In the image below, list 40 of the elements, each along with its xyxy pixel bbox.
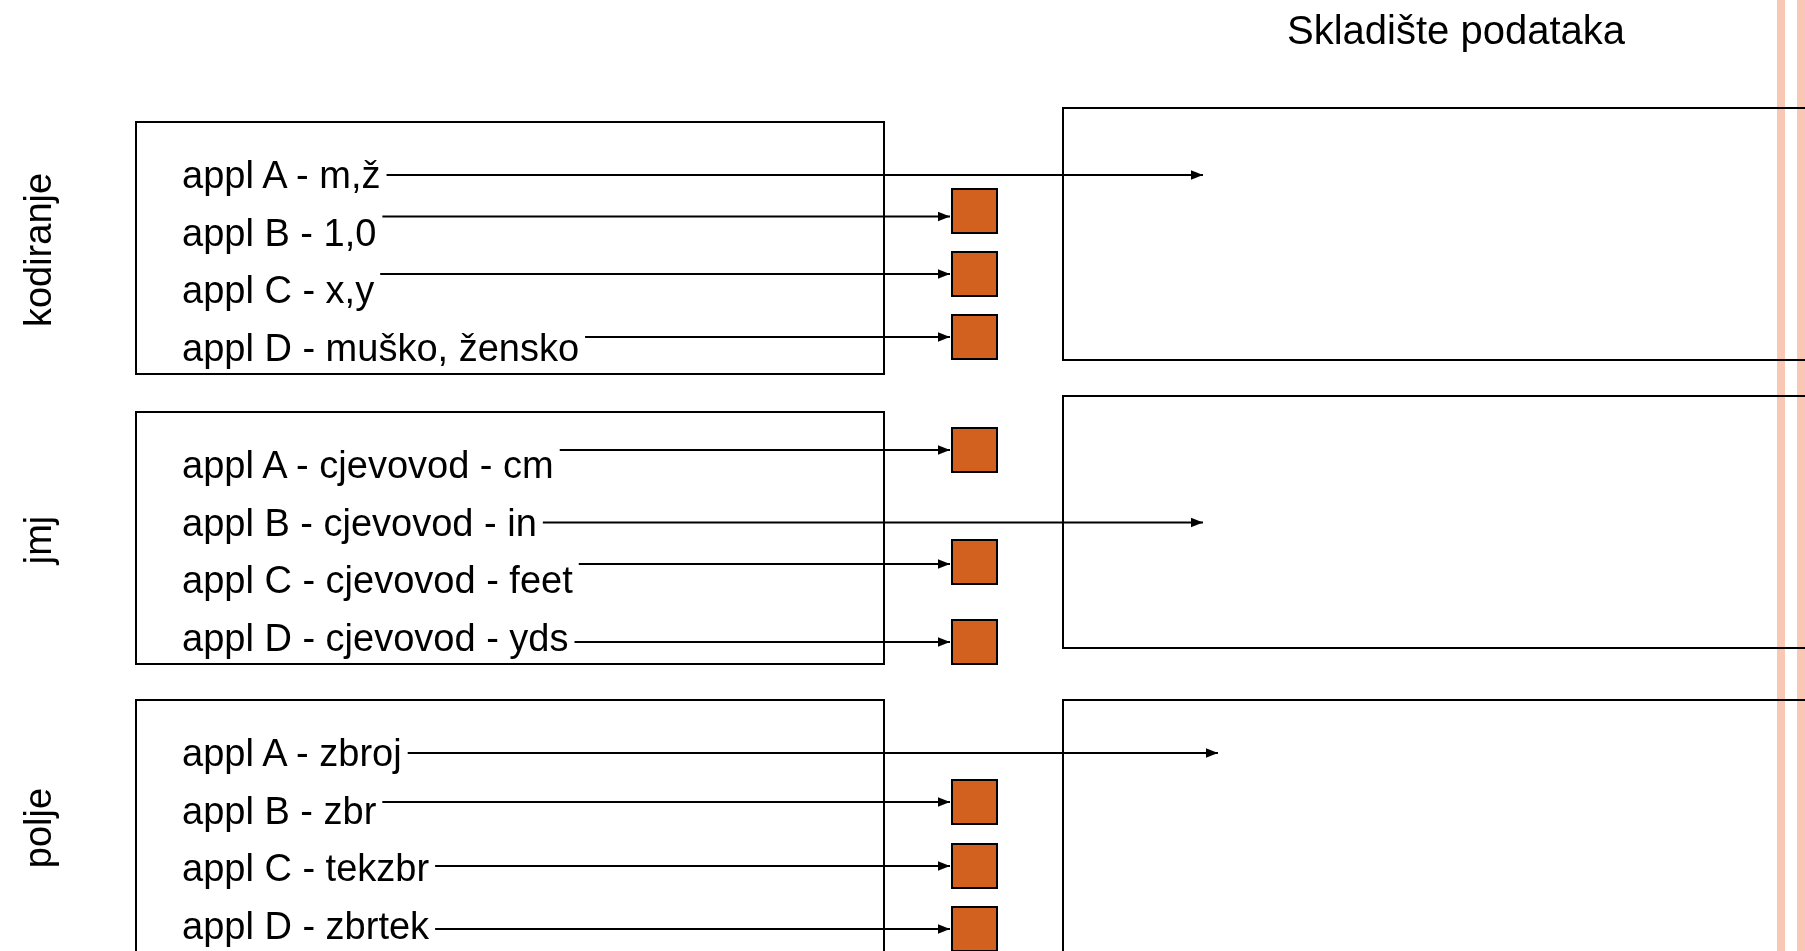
mapping-text: appl A - m,ž	[182, 153, 381, 197]
mapping-text: appl B - 1,0	[182, 210, 377, 255]
square-marker	[951, 539, 998, 585]
mapping-text: appl D - zbrtek	[182, 903, 430, 948]
arrow	[541, 517, 1204, 528]
mapping-text: appl C - cjevovod - feet	[182, 558, 573, 602]
mapping-text: appl B - cjevovod - in	[182, 500, 537, 545]
mapping-text: appl A - zbroj	[182, 731, 402, 775]
square-marker	[951, 779, 998, 825]
mapping-text: appl D - muško, žensko	[182, 325, 580, 370]
arrow	[381, 797, 951, 807]
storage-box	[1062, 107, 1805, 361]
mapping-text: appl A - cjevovod - cm	[182, 443, 554, 487]
arrow	[406, 748, 1219, 758]
square-marker	[951, 843, 998, 889]
square-marker	[951, 188, 998, 234]
section-label: jmj	[16, 515, 60, 565]
square-marker	[951, 251, 998, 297]
arrow	[434, 861, 951, 871]
arrow	[381, 211, 951, 222]
arrow	[558, 445, 951, 455]
arrow	[573, 637, 951, 647]
storage-box	[1062, 699, 1805, 951]
square-marker	[951, 314, 998, 360]
arrow	[434, 924, 951, 934]
square-marker	[951, 427, 998, 473]
storage-box	[1062, 395, 1805, 649]
arrow	[584, 332, 951, 342]
arrow	[379, 269, 951, 279]
arrow	[577, 559, 951, 569]
mapping-text: appl C - x,y	[182, 268, 375, 312]
mapping-text: appl C - tekzbr	[182, 846, 430, 890]
mapping-text: appl D - cjevovod - yds	[182, 615, 569, 660]
square-marker	[951, 906, 998, 951]
section-label: kodiranje	[16, 172, 60, 328]
mapping-text: appl B - zbr	[182, 788, 377, 833]
square-marker	[951, 619, 998, 665]
arrow	[385, 170, 1204, 180]
title: Skladište podataka	[1287, 8, 1625, 53]
section-label: polje	[16, 787, 60, 869]
